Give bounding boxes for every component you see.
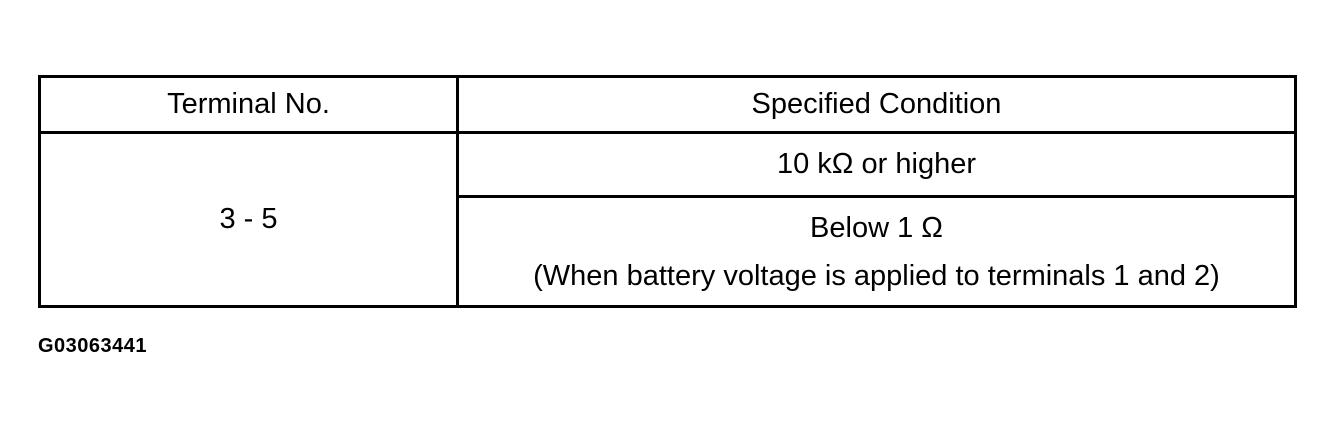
table-row: 3 - 5 10 kΩ or higher [38, 131, 1297, 308]
condition-cell: 10 kΩ or higher [456, 131, 1297, 198]
figure-id: G03063441 [38, 335, 148, 357]
condition-text: 10 kΩ or higher [776, 148, 976, 180]
condition-cell: Below 1 Ω (When battery voltage is appli… [456, 195, 1297, 308]
header-specified-condition: Specified Condition [456, 75, 1297, 134]
specification-table: Terminal No. Specified Condition 3 - 5 1… [38, 75, 1297, 308]
table-row: Below 1 Ω (When battery voltage is appli… [40, 195, 1297, 308]
table-header-row: Terminal No. Specified Condition [38, 75, 1297, 134]
condition-note: (When battery voltage is applied to term… [533, 259, 1220, 292]
header-terminal-no: Terminal No. [38, 75, 459, 134]
condition-text: Below 1 Ω [810, 211, 943, 244]
terminal-value-cell: 3 - 5 [38, 131, 459, 308]
